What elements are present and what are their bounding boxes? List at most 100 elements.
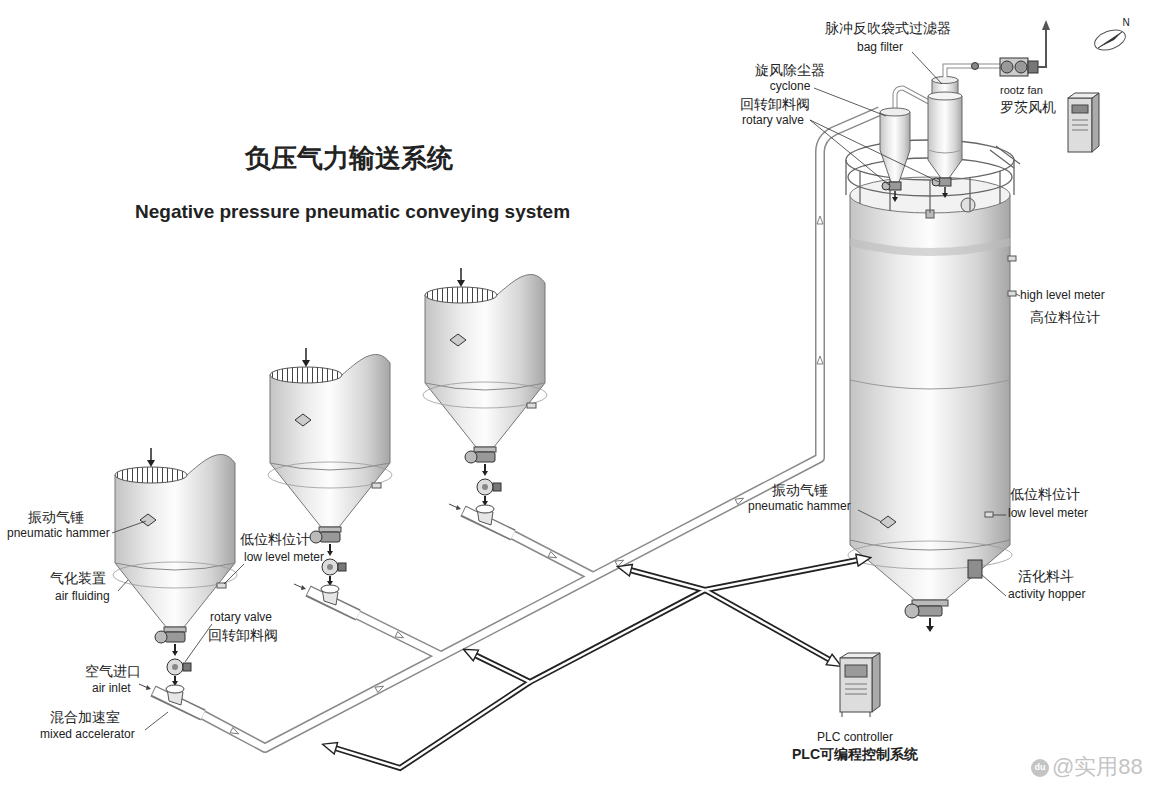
- leader-line: [912, 52, 942, 84]
- cyclone: [880, 108, 910, 116]
- feed-hopper: [268, 355, 392, 615]
- leader-line: [224, 564, 244, 584]
- roots-fan: [1038, 28, 1046, 67]
- callout-label: air fluiding: [55, 589, 110, 603]
- callout-label: 高位料位计: [1030, 309, 1100, 326]
- storage-silo: [905, 604, 919, 618]
- callout-label: Negative pressure pneumatic conveying sy…: [135, 201, 570, 224]
- conveying-pipe: [395, 632, 405, 641]
- callout-label: 低位料位计: [240, 531, 310, 548]
- storage-silo: [926, 626, 934, 632]
- conveying-pipe: [615, 557, 625, 566]
- roots-fan: [1092, 93, 1099, 152]
- leader-line: [1016, 294, 1020, 296]
- leader-line: [112, 52, 1020, 730]
- cyclone: [880, 88, 929, 202]
- control-arrows: [335, 682, 530, 768]
- control-arrows: [630, 570, 705, 590]
- roots-fan: [945, 20, 1099, 152]
- callout-label: 低位料位计: [1010, 486, 1080, 503]
- callout-label: 气化装置: [50, 570, 106, 587]
- callout-label: 振动气锤: [28, 509, 84, 526]
- bag-filter: [942, 193, 948, 198]
- plc-cabinet: [872, 653, 880, 712]
- storage-silo: [880, 516, 896, 528]
- conveying-pipe: [817, 216, 823, 224]
- callout-label: 振动气锤: [772, 482, 828, 499]
- callout-label: air inlet: [92, 681, 131, 695]
- bag-filter: [928, 150, 962, 153]
- node-text: PLC controller: [780, 730, 930, 744]
- roots-fan: [1068, 98, 1092, 152]
- callout-label: activity hopper: [1008, 587, 1085, 601]
- bag-filter: [944, 187, 946, 194]
- roots-fan: [1072, 105, 1088, 113]
- conveying-pipe: [375, 683, 385, 692]
- control-arrows: [705, 560, 858, 590]
- cyclone: [895, 88, 929, 108]
- control-arrows: [705, 590, 830, 660]
- callout-label: mixed accelerator: [40, 727, 135, 741]
- silo-railing: [990, 146, 1020, 168]
- control-arrows: [705, 560, 858, 590]
- plc-cabinet: [845, 684, 867, 694]
- storage-silo: [929, 618, 931, 627]
- silo-railing: [846, 160, 1014, 213]
- leader-line: [858, 510, 880, 521]
- storage-silo: [848, 541, 1012, 569]
- compass: [1092, 26, 1128, 54]
- conveying-pipe: [548, 552, 558, 561]
- callout-label: low level meter: [244, 550, 324, 564]
- callout-label: 旋风除尘器: [755, 62, 825, 79]
- conveying-pipe: [735, 495, 745, 504]
- conveying-pipe: [817, 356, 823, 364]
- callout-label: 空气进口: [85, 663, 141, 680]
- callout-label: low level meter: [1008, 506, 1088, 520]
- storage-silo: [850, 238, 1010, 256]
- roots-fan: [972, 63, 979, 70]
- roots-fan: [1068, 93, 1099, 98]
- callout-label: 活化料斗: [1018, 568, 1074, 585]
- callout-label: pneumatic hammer: [748, 499, 851, 513]
- feed-arrow: [147, 460, 155, 467]
- feed-arrow: [147, 268, 465, 467]
- leader-line: [982, 575, 1006, 596]
- callout-label: rotary valve: [742, 113, 804, 127]
- bag-filter: [928, 92, 962, 100]
- leader-line: [145, 712, 168, 730]
- callout-label: bag filter: [857, 40, 903, 54]
- control-arrows: [475, 590, 705, 682]
- leader-line: [810, 120, 939, 185]
- feed-arrow: [460, 268, 462, 282]
- plc-controller: PLC controllerPLC可编程控制系统: [780, 650, 930, 762]
- leader-line: [185, 624, 212, 662]
- control-arrows: [475, 590, 705, 682]
- watermark-logo: [1031, 759, 1049, 777]
- roots-fan: [1001, 61, 1013, 73]
- compass: [1098, 32, 1122, 48]
- plc-cabinet: [840, 658, 872, 712]
- feed-arrow: [302, 360, 310, 367]
- plc-cabinet: [780, 650, 930, 762]
- node-text: PLC可编程控制系统: [780, 746, 930, 763]
- roots-fan: [1028, 61, 1038, 73]
- roots-fan: [1072, 120, 1088, 130]
- plc-cabinet: [845, 665, 867, 677]
- control-arrows: [705, 590, 830, 660]
- plc-cabinet: [842, 712, 870, 717]
- storage-silo: [848, 177, 1016, 632]
- control-arrows: [335, 560, 858, 768]
- callout-label: du: [1035, 762, 1046, 773]
- diagram-title: 负压气力输送系统: [245, 143, 453, 174]
- bag-filter: [928, 96, 962, 178]
- callout-label: rotary valve: [210, 610, 272, 624]
- storage-silo: [1008, 291, 1016, 296]
- feed-arrow: [305, 348, 307, 362]
- cyclone: [882, 182, 890, 190]
- callout-label: pneumatic hammer: [7, 526, 110, 540]
- cyclone: [892, 197, 898, 202]
- callout-label: high level meter: [1020, 288, 1105, 302]
- feed-arrow: [150, 448, 152, 462]
